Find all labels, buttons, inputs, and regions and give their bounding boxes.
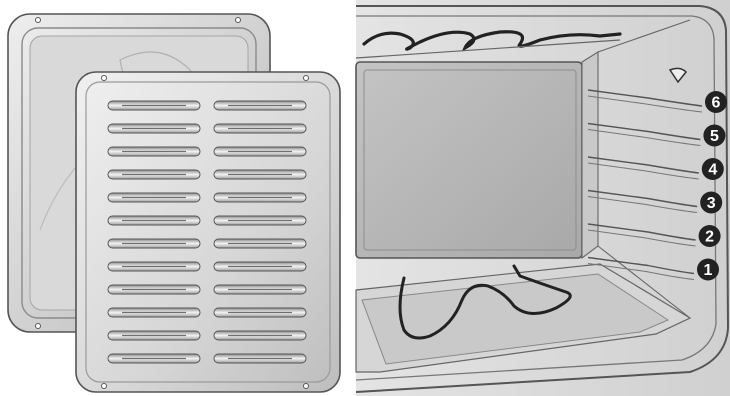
rivet-icon <box>102 76 107 81</box>
broiler-grid <box>76 72 340 392</box>
rack-position-number: 1 <box>704 262 713 279</box>
rack-position-number: 3 <box>707 195 716 212</box>
rivet-icon <box>236 18 241 23</box>
rack-position-number: 2 <box>705 229 714 246</box>
rack-position-number: 4 <box>708 162 717 179</box>
rack-position-number: 5 <box>710 128 719 145</box>
rack-position-number: 6 <box>712 95 721 112</box>
rivet-icon <box>304 384 309 389</box>
rivet-icon <box>304 76 309 81</box>
rivet-icon <box>36 324 41 329</box>
back-panel <box>356 62 582 258</box>
rivet-icon <box>102 384 107 389</box>
oven-cavity: 6 5 4 3 2 1 <box>356 0 730 396</box>
rivet-icon <box>36 18 41 23</box>
